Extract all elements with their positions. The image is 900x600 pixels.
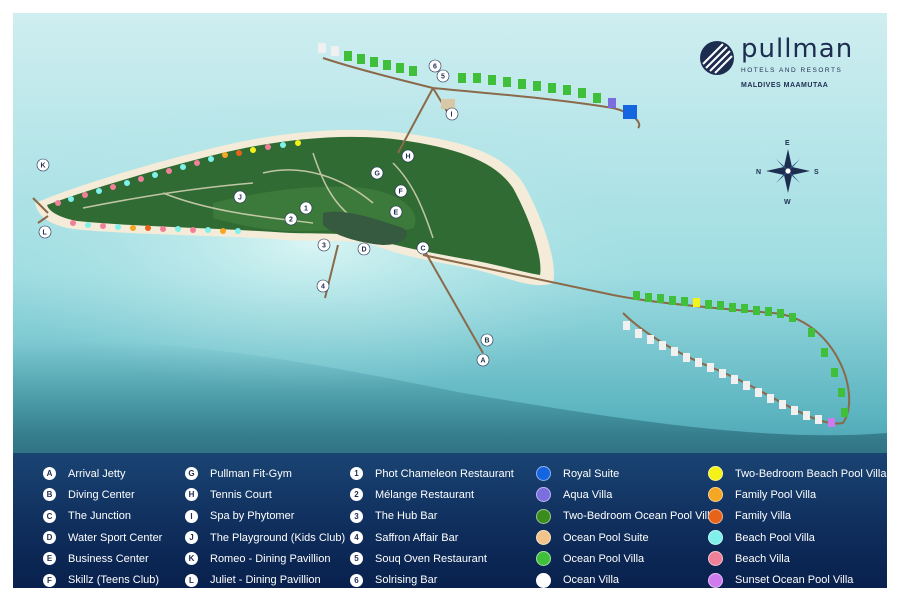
legend-item: Beach Pool Villa	[708, 527, 886, 548]
legend-item: Ocean Pool Villa	[536, 548, 716, 569]
legend-villas-column-1: Royal Suite Aqua Villa Two-Bedroom Ocean…	[536, 463, 716, 588]
legend-villas-column-2: Two-Bedroom Beach Pool Villa Family Pool…	[708, 463, 886, 588]
marker-5: 5	[441, 74, 445, 81]
marker-D: D	[362, 247, 367, 254]
swatch-family-pool-villa	[708, 487, 723, 503]
resort-map-frame: A B C D E F G H I J K L 1 2 3 4 5 6	[13, 13, 887, 588]
brand-tagline: HOTELS AND RESORTS	[741, 67, 843, 74]
legend-item: Ocean Pool Suite	[536, 527, 716, 548]
legend-item: Two-Bedroom Ocean Pool Villa	[536, 506, 716, 527]
marker-4: 4	[321, 284, 325, 291]
swatch-beach-villa	[708, 551, 723, 567]
swatch-family-villa	[708, 508, 723, 524]
marker-E: E	[394, 210, 399, 217]
legend-item: Ocean Villa	[536, 569, 716, 588]
swatch-ocean-pool-suite	[536, 530, 551, 546]
marker-G: G	[375, 171, 381, 178]
marker-B: B	[485, 338, 490, 345]
legend-item: Sunset Ocean Pool Villa	[708, 569, 886, 588]
compass-rose-icon: E N S W	[756, 140, 819, 206]
swatch-ocean-villa	[536, 572, 551, 588]
island-lake	[323, 211, 407, 245]
marker-K: K	[41, 163, 46, 170]
marker-L: L	[43, 230, 48, 237]
legend-item: Aqua Villa	[536, 484, 716, 505]
marker-C: C	[421, 246, 426, 253]
marker-2: 2	[289, 217, 293, 224]
compass-east: E	[785, 140, 790, 147]
legend-item: Family Pool Villa	[708, 484, 886, 505]
south-overwater-villas	[623, 291, 848, 427]
map-markers: A B C D E F G H I J K L 1 2 3 4 5 6	[36, 59, 494, 367]
marker-J: J	[238, 195, 242, 202]
swatch-two-bedroom-beach-pool-villa	[708, 466, 723, 482]
marker-3: 3	[322, 243, 326, 250]
compass-west: W	[784, 199, 791, 206]
swatch-royal-suite	[536, 466, 551, 482]
island-paths	[82, 152, 434, 239]
swatch-beach-pool-villa	[708, 530, 723, 546]
beach-villas	[55, 140, 301, 234]
swatch-two-bedroom-ocean-pool-villa	[536, 508, 551, 524]
legend-item: Two-Bedroom Beach Pool Villa	[708, 463, 886, 484]
marker-F: F	[399, 189, 404, 196]
swatch-aqua-villa	[536, 487, 551, 503]
brand-location: MALDIVES MAAMUTAA	[741, 82, 829, 89]
compass-south: S	[814, 169, 819, 176]
compass-north: N	[756, 169, 761, 176]
marker-A: A	[481, 358, 486, 365]
legend-item: Family Villa	[708, 506, 886, 527]
north-overwater-villas	[318, 43, 637, 119]
swatch-sunset-ocean-pool-villa	[708, 572, 723, 588]
pullman-logo-icon	[700, 41, 734, 75]
marker-6: 6	[433, 64, 437, 71]
swatch-ocean-pool-villa	[536, 551, 551, 567]
legend-item: Beach Villa	[708, 548, 886, 569]
marker-H: H	[406, 154, 411, 161]
marker-1: 1	[304, 206, 308, 213]
legend-item: Royal Suite	[536, 463, 716, 484]
marker-I: I	[451, 112, 453, 119]
brand-name: pullman	[741, 34, 854, 64]
brand-logo: pullman HOTELS AND RESORTS MALDIVES MAAM…	[693, 30, 878, 90]
